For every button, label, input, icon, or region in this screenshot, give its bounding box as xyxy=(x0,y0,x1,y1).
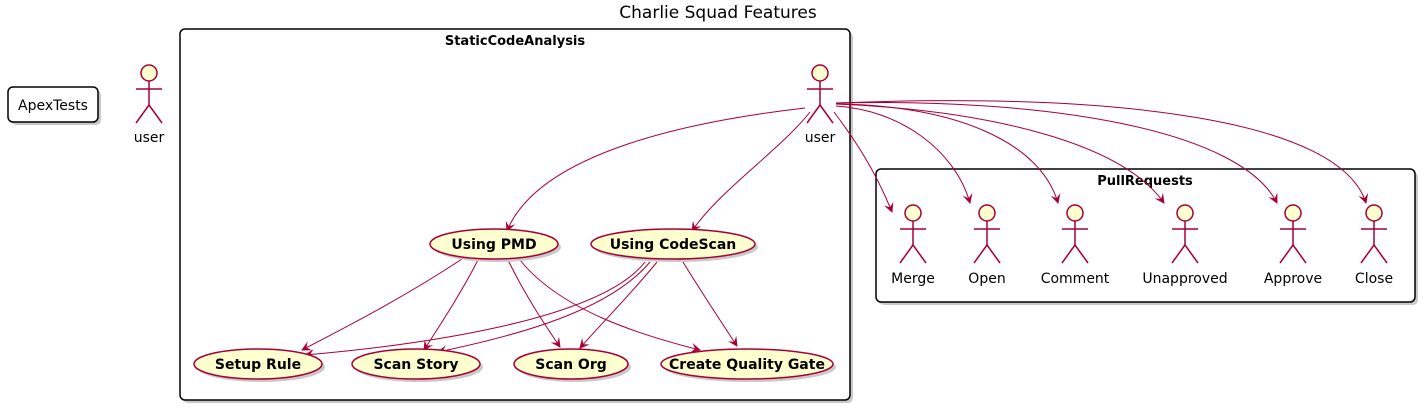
actor-label: Merge xyxy=(891,271,935,287)
edge-codescan-quality-gate xyxy=(682,261,738,347)
actor-label: Approve xyxy=(1264,271,1322,287)
actor-label: Unapproved xyxy=(1142,271,1227,287)
inner-user-label: user xyxy=(805,130,836,146)
use-case-label: Using CodeScan xyxy=(610,237,737,253)
actor-icon xyxy=(135,64,163,124)
use-case-label: Setup Rule xyxy=(215,357,301,373)
edge-user-using-pmd xyxy=(505,107,806,232)
edge-user-using-codescan xyxy=(691,111,811,232)
use-case-using-codescan: Using CodeScan xyxy=(590,228,758,262)
standalone-user-actor: user xyxy=(134,64,165,146)
use-case-label: Using PMD xyxy=(451,237,536,253)
actor-close: Close xyxy=(1355,204,1393,287)
edge-user-unapproved xyxy=(835,103,1165,204)
actor-merge: Merge xyxy=(891,204,935,287)
edge-pmd-setup-rule xyxy=(301,258,463,351)
edge-pmd-scan-story xyxy=(423,259,479,351)
actor-approve: Approve xyxy=(1264,204,1322,287)
use-case-label: Create Quality Gate xyxy=(669,357,825,373)
actor-open: Open xyxy=(968,204,1006,287)
use-case-label: Scan Story xyxy=(373,357,458,373)
inner-user-actor: user xyxy=(805,64,836,146)
actor-label: Close xyxy=(1355,271,1393,287)
edge-codescan-scan-org xyxy=(579,261,658,349)
edge-user-approve xyxy=(835,102,1278,204)
edge-codescan-setup-rule xyxy=(304,261,646,360)
actor-comment: Comment xyxy=(1041,204,1110,287)
use-case-using-pmd: Using PMD xyxy=(429,228,561,262)
actor-label: Comment xyxy=(1041,271,1110,287)
static-code-analysis-title: StaticCodeAnalysis xyxy=(445,34,586,49)
static-code-analysis-package: StaticCodeAnalysis xyxy=(179,28,853,403)
actor-label: Open xyxy=(968,271,1005,287)
use-case-scan-org: Scan Org xyxy=(513,348,631,382)
edge-pmd-quality-gate xyxy=(519,259,701,353)
actor-unapproved: Unapproved xyxy=(1142,204,1228,287)
use-case-scan-story: Scan Story xyxy=(351,348,483,382)
use-case-create-quality-gate: Create Quality Gate xyxy=(660,348,836,382)
diagram-title: Charlie Squad Features xyxy=(619,3,817,23)
edge-codescan-scan-story xyxy=(437,261,651,356)
edge-pmd-scan-org xyxy=(507,259,561,348)
pull-requests-title: PullRequests xyxy=(1097,174,1193,189)
pull-requests-package: PullRequests xyxy=(875,168,1418,305)
use-case-label: Scan Org xyxy=(535,357,607,373)
edge-user-close xyxy=(835,100,1369,204)
relations xyxy=(301,100,1369,360)
apex-tests-label: ApexTests xyxy=(18,98,88,114)
use-case-setup-rule: Setup Rule xyxy=(193,348,325,382)
standalone-user-label: user xyxy=(134,130,165,146)
edge-user-open xyxy=(835,105,973,204)
apex-tests-node: ApexTests xyxy=(7,86,101,125)
edge-user-merge xyxy=(833,111,894,213)
